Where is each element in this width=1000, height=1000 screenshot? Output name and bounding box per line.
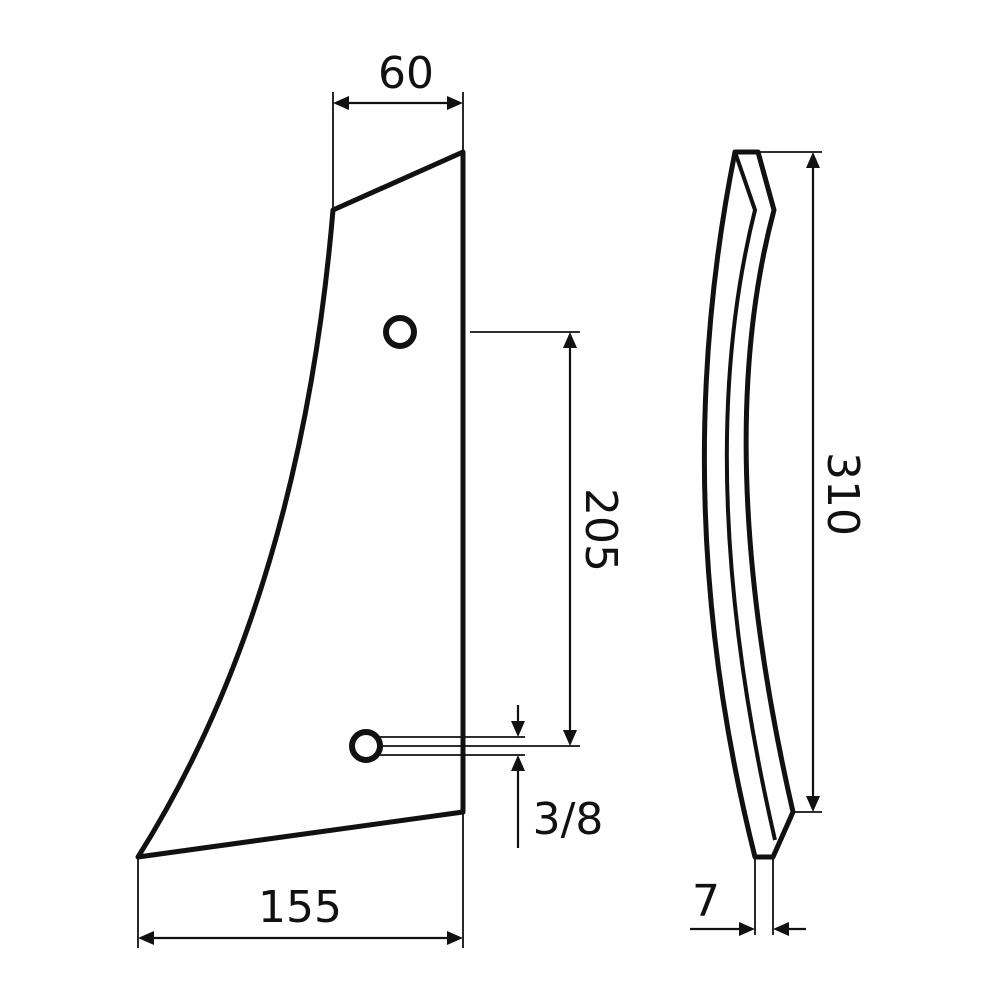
dim-top-width-label: 60 [378,48,434,99]
lower-bolt-hole [349,729,383,763]
dim-thickness-label: 7 [692,876,720,927]
dim-bolt-size: 3/8 [380,705,603,848]
dim-hole-spacing-label: 205 [575,488,626,572]
dim-top-width: 60 [332,48,464,210]
upper-bolt-hole [383,315,417,349]
dim-height-label: 310 [817,452,868,536]
dim-thickness: 7 [690,857,806,936]
dim-bolt-size-label: 3/8 [533,794,604,845]
front-view [135,149,466,860]
share-outline [135,149,466,860]
dim-bottom-width: 155 [137,812,464,948]
side-profile-edge [724,151,777,841]
dim-hole-spacing: 205 [380,331,626,747]
side-profile-outline [701,149,796,860]
side-view [701,149,796,860]
dim-height: 310 [758,151,868,813]
dim-bottom-width-label: 155 [258,882,342,933]
